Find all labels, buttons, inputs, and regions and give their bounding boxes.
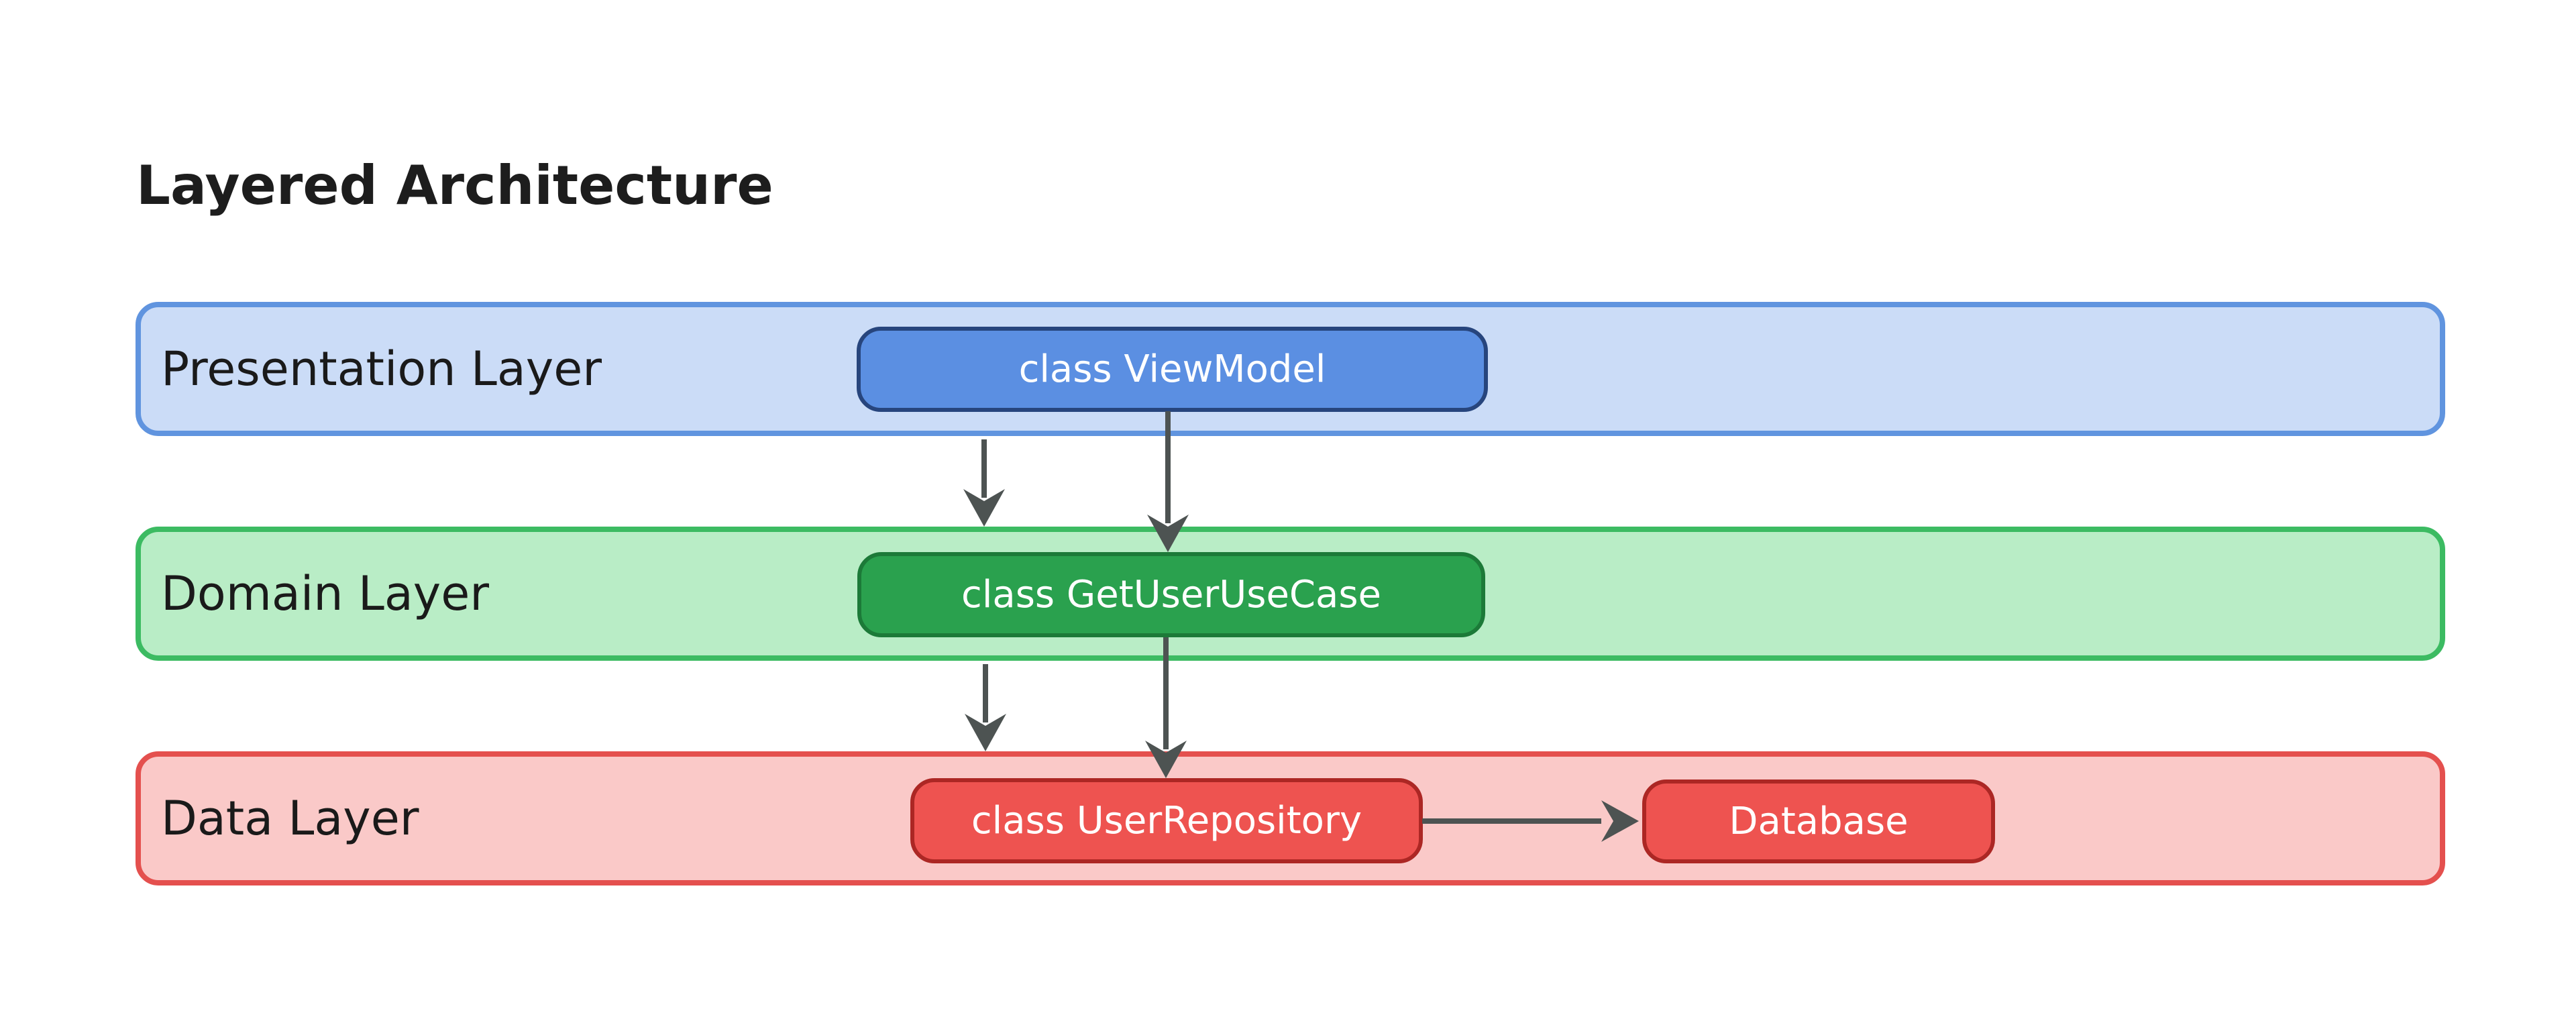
node-viewmodel: class ViewModel	[857, 327, 1488, 412]
arrowhead-down-icon	[965, 714, 1006, 751]
node-database: Database	[1642, 780, 1995, 863]
layer-label-domain: Domain Layer	[161, 566, 490, 621]
edge-domain-to-data	[965, 664, 1006, 751]
layer-band-data: Data Layer class UserRepository Database	[136, 751, 2445, 885]
diagram-title: Layered Architecture	[136, 154, 773, 217]
layer-band-domain: Domain Layer class GetUserUseCase	[136, 527, 2445, 661]
edge-presentation-to-domain	[963, 439, 1005, 527]
arrowhead-down-icon	[963, 489, 1005, 527]
node-getuserusecase: class GetUserUseCase	[857, 552, 1485, 637]
layer-band-presentation: Presentation Layer class ViewModel	[136, 302, 2445, 436]
layer-label-data: Data Layer	[161, 791, 419, 846]
layer-label-presentation: Presentation Layer	[161, 341, 602, 396]
node-userrepository: class UserRepository	[910, 778, 1423, 863]
